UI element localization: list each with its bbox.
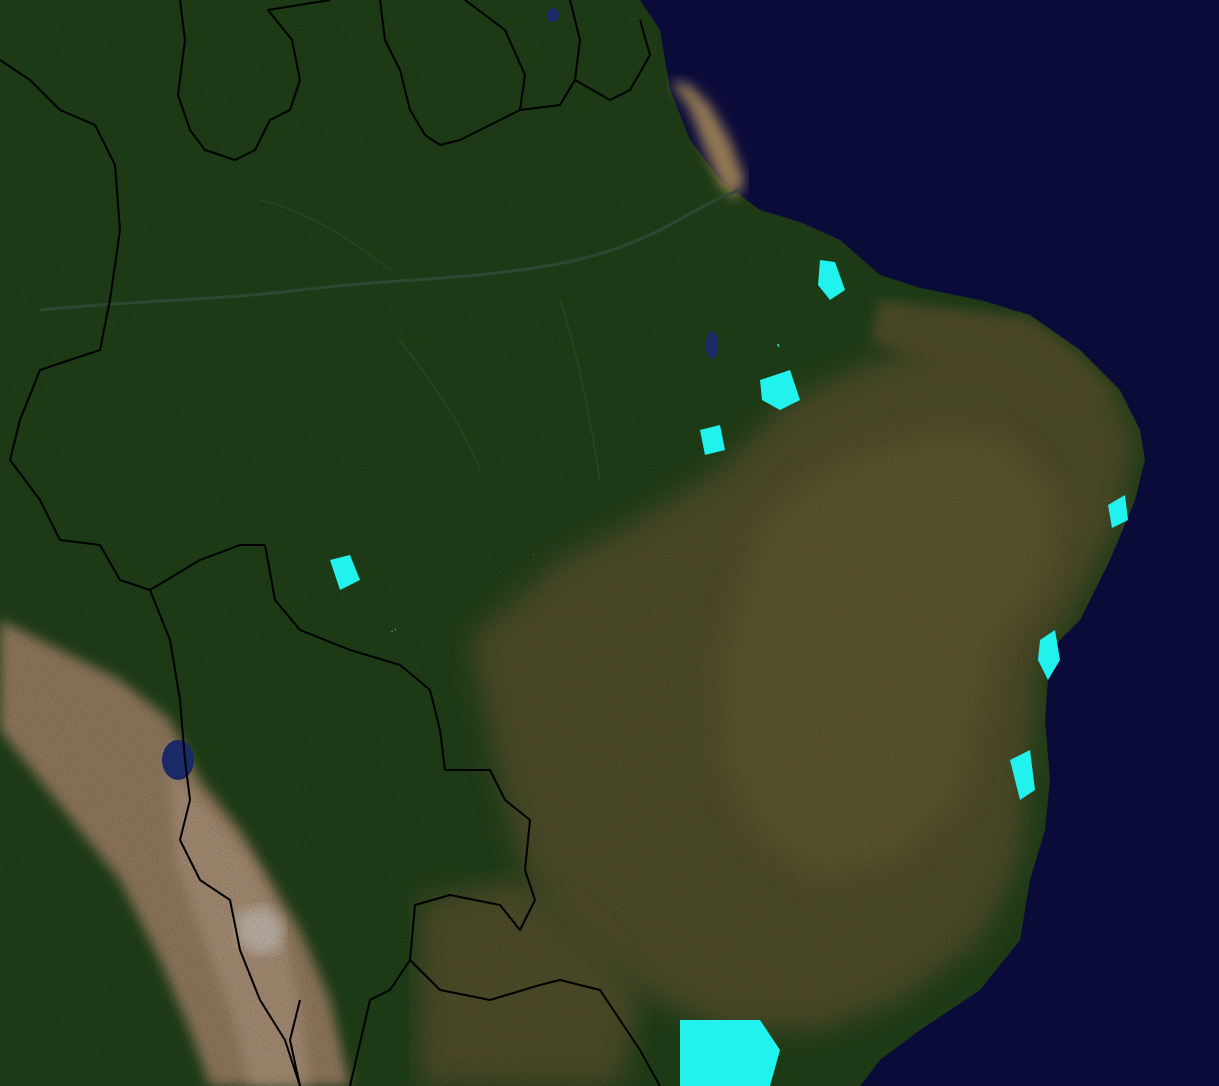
coastal-sand bbox=[670, 80, 745, 200]
lake-north bbox=[547, 8, 559, 22]
cyan-solid-cores bbox=[330, 260, 1128, 1086]
river-branch bbox=[259, 199, 391, 271]
amazon-river bbox=[39, 188, 741, 312]
river-branch-2 bbox=[399, 339, 481, 471]
lake-tucurui bbox=[706, 331, 718, 359]
lake-titicaca bbox=[162, 740, 194, 780]
river-branch-3 bbox=[559, 299, 601, 481]
